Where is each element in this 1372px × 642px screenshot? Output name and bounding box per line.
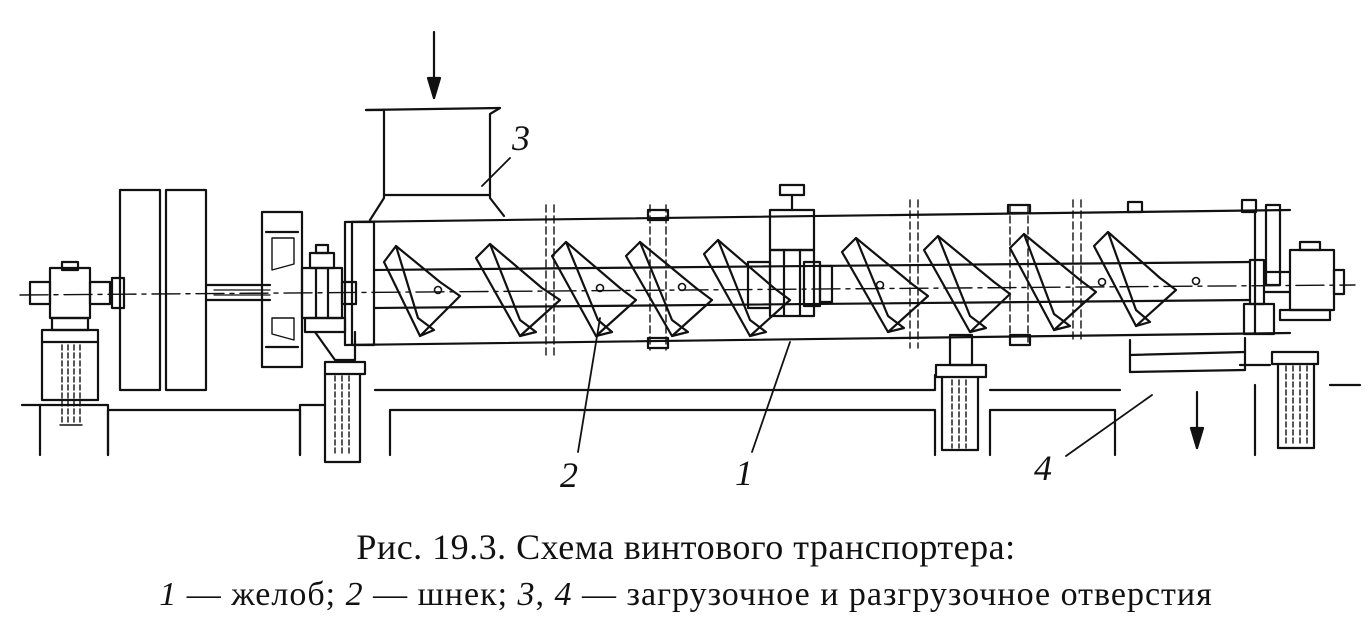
label-trough: 1 [735, 453, 753, 493]
label-loading-opening: 3 [511, 118, 530, 158]
legend-number-2: 2 [345, 576, 364, 613]
legend-number-3: 3 [517, 576, 536, 613]
label-unloading-opening: 4 [1034, 448, 1052, 488]
legend-text-3: , [535, 576, 555, 613]
unloading-opening [1128, 336, 1247, 374]
screw-flights [382, 230, 1178, 338]
trough-sections [545, 199, 1082, 356]
legend-text-2: — шнек; [363, 576, 518, 613]
intermediate-bearing [746, 183, 834, 318]
caption-title: Рис. 19.3. Схема винтового транспортера: [356, 527, 1016, 567]
discharge-arrow [1189, 390, 1205, 450]
coupling [260, 210, 358, 369]
legend-text-4: — загрузочное и разгрузочное отверстия [572, 576, 1213, 613]
foundation [20, 363, 1362, 457]
right-bearing [1242, 240, 1346, 450]
figure-caption: Рис. 19.3. Схема винтового транспортера:… [0, 522, 1372, 618]
feed-arrow [426, 30, 442, 100]
legend-number-1: 1 [159, 576, 178, 613]
leader-lines [481, 157, 1153, 457]
left-bearing [28, 260, 112, 426]
left-end-support [303, 316, 367, 464]
shaft-centerline [19, 284, 1356, 296]
caption-legend: 1 — желоб; 2 — шнек; 3, 4 — загрузочное … [0, 572, 1372, 618]
input-shaft [204, 283, 272, 302]
shaft-holes [433, 276, 1201, 295]
middle-support [934, 333, 988, 452]
drive-pulleys [110, 188, 208, 392]
legend-text-1: — желоб; [177, 576, 346, 613]
loading-hopper [364, 106, 506, 222]
label-screw: 2 [560, 455, 578, 495]
legend-number-4: 4 [554, 576, 573, 613]
